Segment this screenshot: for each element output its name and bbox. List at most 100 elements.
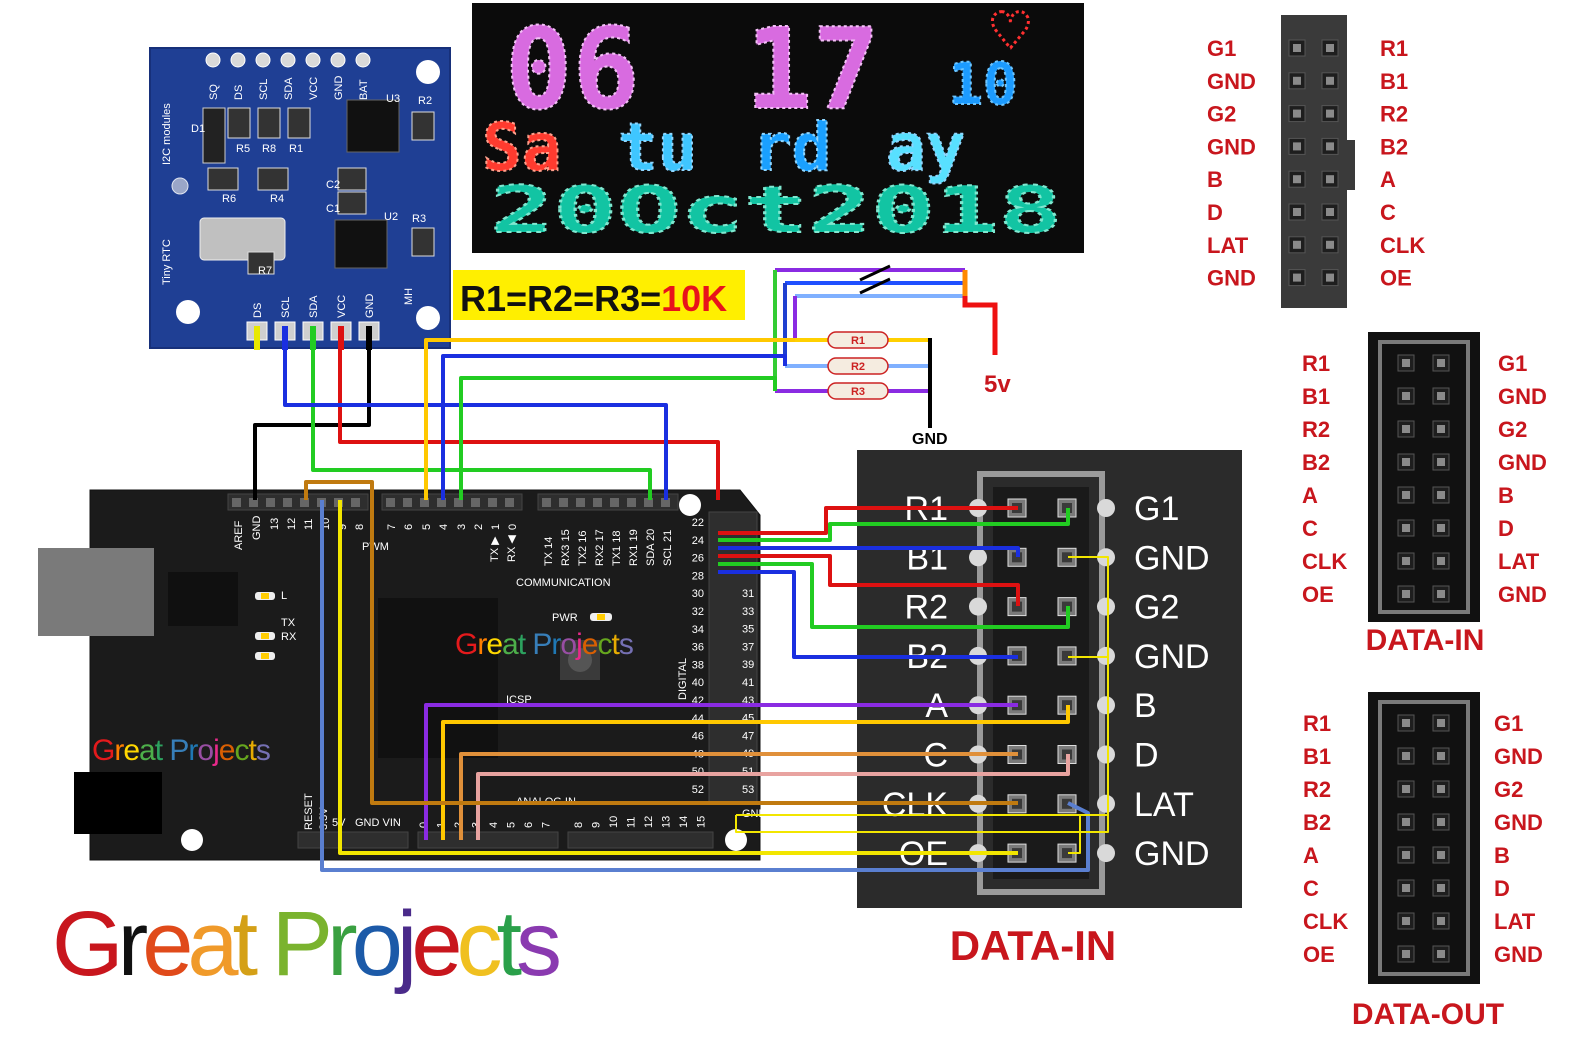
digital-pin-label: 36 [692,642,704,654]
comm-pin-label: TX2 16 [577,531,589,566]
header-pin-hole [1402,392,1410,400]
header-left-label: CLK [1302,549,1347,574]
rtc-component-label: R6 [222,193,236,205]
digital-pin-label: 28 [692,570,704,582]
hub75-pin-dot [1097,844,1115,863]
watermark-letter: j [575,628,582,661]
header-right-label: G2 [1494,777,1523,802]
rtc-component-label: C1 [326,203,340,215]
rtc-top-pin [255,52,271,68]
header-pin-hole [1437,818,1445,826]
rtc-top-pin [205,52,221,68]
header-pin-hole [1293,240,1301,249]
pwm-pin-label: 8 [354,524,366,530]
rtc-component-label: U2 [384,211,398,223]
header-right-label: G1 [1494,711,1523,736]
header-left-label: CLK [1303,909,1348,934]
header-hole [283,498,292,507]
hub75-right-label: D [1134,737,1159,775]
digital-pin-label: 47 [742,730,754,742]
header-pin-hole [1293,109,1301,118]
rtc-component-label: R2 [418,95,432,107]
header-left-label: R2 [1303,777,1331,802]
header-pin-hole [1437,917,1445,925]
header-hole [661,498,670,507]
comm-pin-label: SDA 20 [645,529,657,566]
analog-pin-label: 6 [523,822,535,828]
comm-pin-label: RX2 17 [594,529,606,566]
header-pin-hole [1293,273,1301,282]
header-pin-hole [1437,590,1445,598]
header-left-label: D [1207,200,1223,225]
hub75-left-label: R2 [905,589,948,627]
logo-letter: s [516,893,559,995]
watermark-letter: P [532,628,551,661]
header-hole [610,498,619,507]
header-pin-hole [1326,44,1334,52]
digital-pin-label: 34 [692,624,704,636]
rtc-component-label: R4 [270,193,284,205]
header-right-label: GND [1498,384,1547,409]
hub75-pin-hole [1012,552,1022,563]
header-pin-hole [1293,76,1301,85]
rtc-top-pin [355,52,371,68]
analog-pin-label: 15 [696,816,708,828]
header-pin-hole [1326,208,1334,216]
digital-pin-label: 33 [742,606,754,618]
header-hole [593,498,602,507]
digital-pin-label: 38 [692,659,704,671]
header-right-label: GND [1498,450,1547,475]
header-pin-hole [1437,785,1445,793]
led-day-part: tu [618,109,697,186]
reset-label: RESET [303,793,315,830]
header-pin-hole [1326,76,1334,85]
great-projects-logo: Great Projects [52,893,565,995]
header-pin-hole [1326,109,1334,118]
header-pin-hole [1437,359,1445,367]
header-pin-hole [1326,175,1334,184]
board-watermark-left: Great Projects [92,734,271,767]
header-pin-hole [1402,491,1410,499]
watermark-letter: c [234,734,249,767]
header-pin-hole [1437,752,1445,760]
digital-pin-label: 53 [742,784,754,796]
watermark-letter: o [560,628,576,661]
header-pin-hole [1437,884,1445,892]
pwm-pin-label: 4 [438,524,450,530]
rtc-wire-stub [338,326,344,350]
pin-header [567,831,714,849]
digital-pin-label: 30 [692,588,704,600]
logo-letter [252,893,272,995]
header-pin-hole [1437,851,1445,859]
watermark-letter: e [219,734,235,767]
rtc-wire-stub [254,326,260,350]
header-hole [505,498,514,507]
header-hole [454,498,463,507]
watermark-letter: e [582,628,598,661]
pwm-pin-label: 11 [303,519,315,530]
watermark-letter: r [114,734,124,767]
header-right-label: GND [1494,744,1543,769]
rtc-wire-stub [310,326,316,350]
header-left-label: A [1302,483,1318,508]
rtc-top-pin-label: GND [333,76,345,101]
rtc-top-pin [280,52,296,68]
rtc-component-label: R8 [262,143,276,155]
comm-pin-label: SCL 21 [662,530,674,566]
header-pin-hole [1402,752,1410,760]
pin-header [537,493,679,511]
tx-rx-label: RX ◀ [506,535,518,562]
resistor-label: R1 [851,335,865,347]
watermark-letter: G [455,628,477,661]
header-right-label: C [1380,200,1396,225]
pin-header [417,831,559,849]
header-left-label: R1 [1302,351,1330,376]
watermark-letter: t [248,734,257,767]
data-in-caption-small: DATA-IN [1366,624,1485,657]
header-right-label: D [1498,516,1514,541]
pwm-pin-label: 2 [473,524,485,530]
header-hole [576,498,585,507]
pwm-label: PWM [362,541,389,553]
header-right-label: R1 [1380,36,1408,61]
